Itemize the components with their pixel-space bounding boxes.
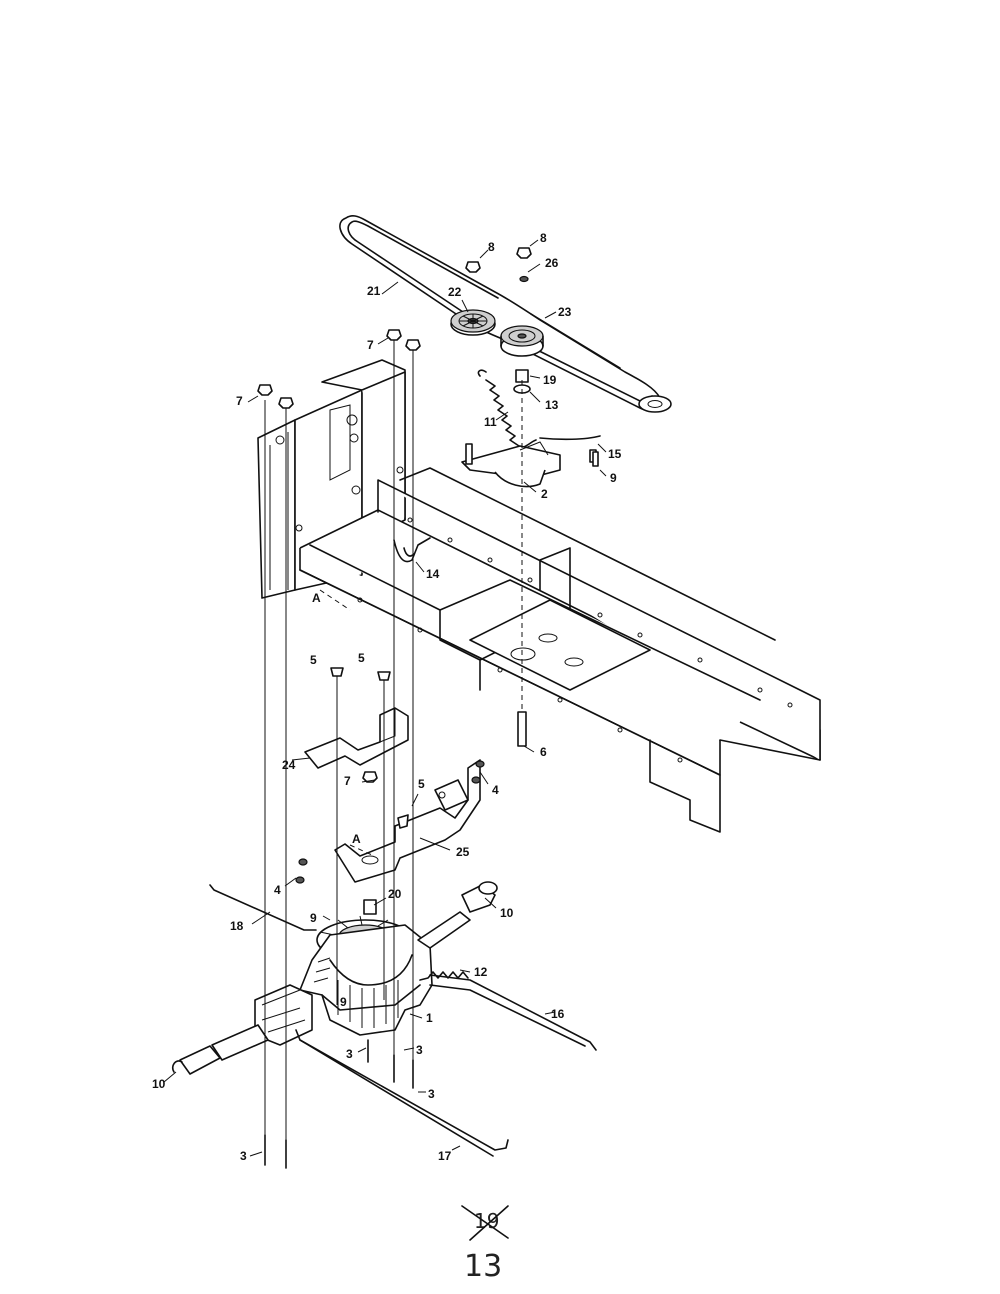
tractor-frame: [257, 359, 821, 833]
callout-22: 22: [448, 285, 462, 299]
callout-labels: 8 8 26 21 22 23 7 7 19 13 11 15 9 2 14 A…: [152, 231, 622, 1163]
callout-10b: 10: [152, 1077, 166, 1091]
callout-21: 21: [367, 284, 381, 298]
hardware-upper: [465, 247, 532, 394]
callout-7c: 7: [344, 774, 351, 788]
handwritten-page-number: 13: [464, 1249, 502, 1284]
callout-3d: 3: [240, 1149, 247, 1163]
callout-13: 13: [545, 398, 559, 412]
callout-15: 15: [608, 447, 622, 461]
callout-3a: 3: [346, 1047, 353, 1061]
callout-6: 6: [540, 745, 547, 759]
callout-leaders: [163, 239, 607, 1157]
mount-bracket-24: [304, 707, 409, 769]
callout-23: 23: [558, 305, 572, 319]
callout-9a: 9: [610, 471, 617, 485]
callout-16: 16: [551, 1007, 565, 1021]
callout-1: 1: [426, 1011, 433, 1025]
callout-5b: 5: [358, 651, 365, 665]
callout-26: 26: [545, 256, 559, 270]
callout-3c: 3: [428, 1087, 435, 1101]
drive-belt: [339, 215, 672, 413]
callout-2: 2: [541, 487, 548, 501]
callout-20: 20: [388, 887, 402, 901]
callout-8a: 8: [488, 240, 495, 254]
callout-25: 25: [456, 845, 470, 859]
idler-pulley-flat: [450, 309, 496, 336]
callout-5a: 5: [310, 653, 317, 667]
callout-A-lower: A: [352, 832, 361, 846]
callout-18: 18: [230, 919, 244, 933]
callout-19: 19: [543, 373, 557, 387]
callout-9b: 9: [310, 911, 317, 925]
callout-24: 24: [282, 758, 296, 772]
callout-8b: 8: [540, 231, 547, 245]
callout-4b: 4: [274, 883, 281, 897]
callout-11: 11: [484, 415, 497, 429]
callout-12: 12: [474, 965, 488, 979]
transaxle: [171, 881, 597, 1157]
callout-9c: 9: [340, 995, 347, 1009]
callout-3b: 3: [416, 1043, 423, 1057]
bolts-and-leader-lines: [257, 329, 599, 1169]
callout-A-upper: A: [312, 591, 321, 605]
callout-7a: 7: [367, 338, 374, 352]
callout-14: 14: [426, 567, 440, 581]
callout-10a: 10: [500, 906, 514, 920]
idler-pulley-v: [500, 325, 544, 357]
page-number: 19 13: [461, 1205, 509, 1284]
callout-17: 17: [438, 1149, 452, 1163]
idler-bracket: [461, 435, 601, 488]
callout-5c: 5: [418, 777, 425, 791]
callout-4a: 4: [492, 783, 499, 797]
callout-7b: 7: [236, 394, 243, 408]
